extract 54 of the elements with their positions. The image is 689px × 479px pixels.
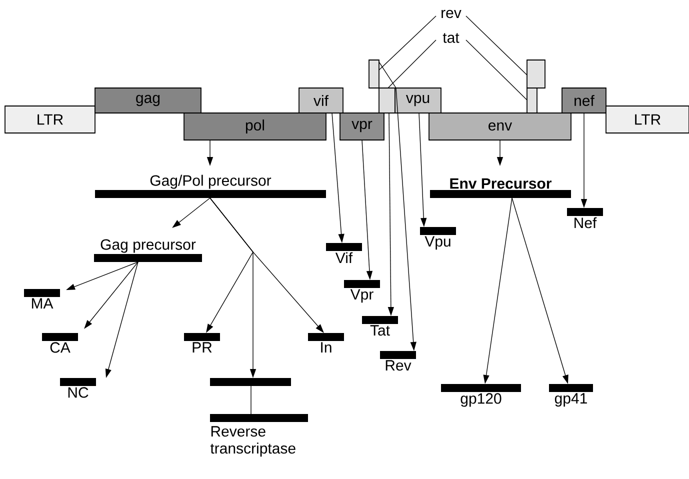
protein-bar: Env Precursor <box>430 178 571 198</box>
protein-bar: PR <box>184 332 220 352</box>
exon-box <box>526 88 538 114</box>
node-label: Vpu <box>424 236 450 250</box>
node-label: Gag/Pol precursor <box>150 174 272 189</box>
exon-box <box>378 88 396 114</box>
protein-bar: Vpu <box>420 227 456 250</box>
protein-bar: In <box>308 332 344 352</box>
node-label: Env Precursor <box>450 178 552 189</box>
gene-box: vpr <box>340 112 384 140</box>
gene-label: rev <box>442 10 462 18</box>
node-label: PR <box>192 342 212 353</box>
protein-bar: CA <box>42 332 78 353</box>
node-label: MA <box>32 298 54 309</box>
node-label: Tat <box>370 325 390 336</box>
exon-box <box>526 60 546 88</box>
protein-bar: Gag precursor <box>94 239 202 262</box>
gene-label: tat <box>442 33 460 43</box>
node-label: In <box>321 342 332 353</box>
node-label: Vif <box>335 252 353 264</box>
gene-box: env <box>428 112 572 140</box>
gene-box: nef <box>562 88 606 114</box>
gene-box: pol <box>184 112 326 140</box>
gene-box: vif <box>298 88 344 114</box>
protein-bar: MA <box>24 289 60 308</box>
node-label: CA <box>50 342 70 353</box>
gene-box: LTR <box>4 106 96 134</box>
node-label: Vpr <box>350 289 374 303</box>
gene-box: gag <box>94 88 202 114</box>
leader-line <box>466 16 528 76</box>
node-label: Rev <box>386 360 412 371</box>
protein-bar: Rev <box>380 351 416 371</box>
protein-bar: Tat <box>362 316 398 336</box>
protein-bar: NC <box>60 378 96 398</box>
connector-line <box>250 386 252 414</box>
node-label: Reverse transcriptase <box>210 426 296 457</box>
node-label: Gag precursor <box>100 239 196 253</box>
protein-bar: Gag/Pol precursor <box>95 174 326 198</box>
leader-line <box>378 16 436 70</box>
protein-bar: Reverse transcriptase <box>210 414 308 457</box>
exon-box <box>368 60 380 88</box>
gene-box: LTR <box>606 106 689 134</box>
leader-line <box>388 40 436 88</box>
node-label: NC <box>68 387 88 398</box>
protein-bar: Vif <box>326 243 362 264</box>
protein-bar: gp41 <box>549 384 593 407</box>
gene-box: vpu <box>394 88 442 114</box>
node-label: gp41 <box>554 393 587 407</box>
node-label: Nef <box>574 217 597 228</box>
node-label: gp120 <box>460 393 502 407</box>
protein-bar: Nef <box>567 208 603 228</box>
protein-bar: gp120 <box>441 384 521 407</box>
protein-bar: Vpr <box>344 280 380 303</box>
leader-line <box>466 40 528 100</box>
